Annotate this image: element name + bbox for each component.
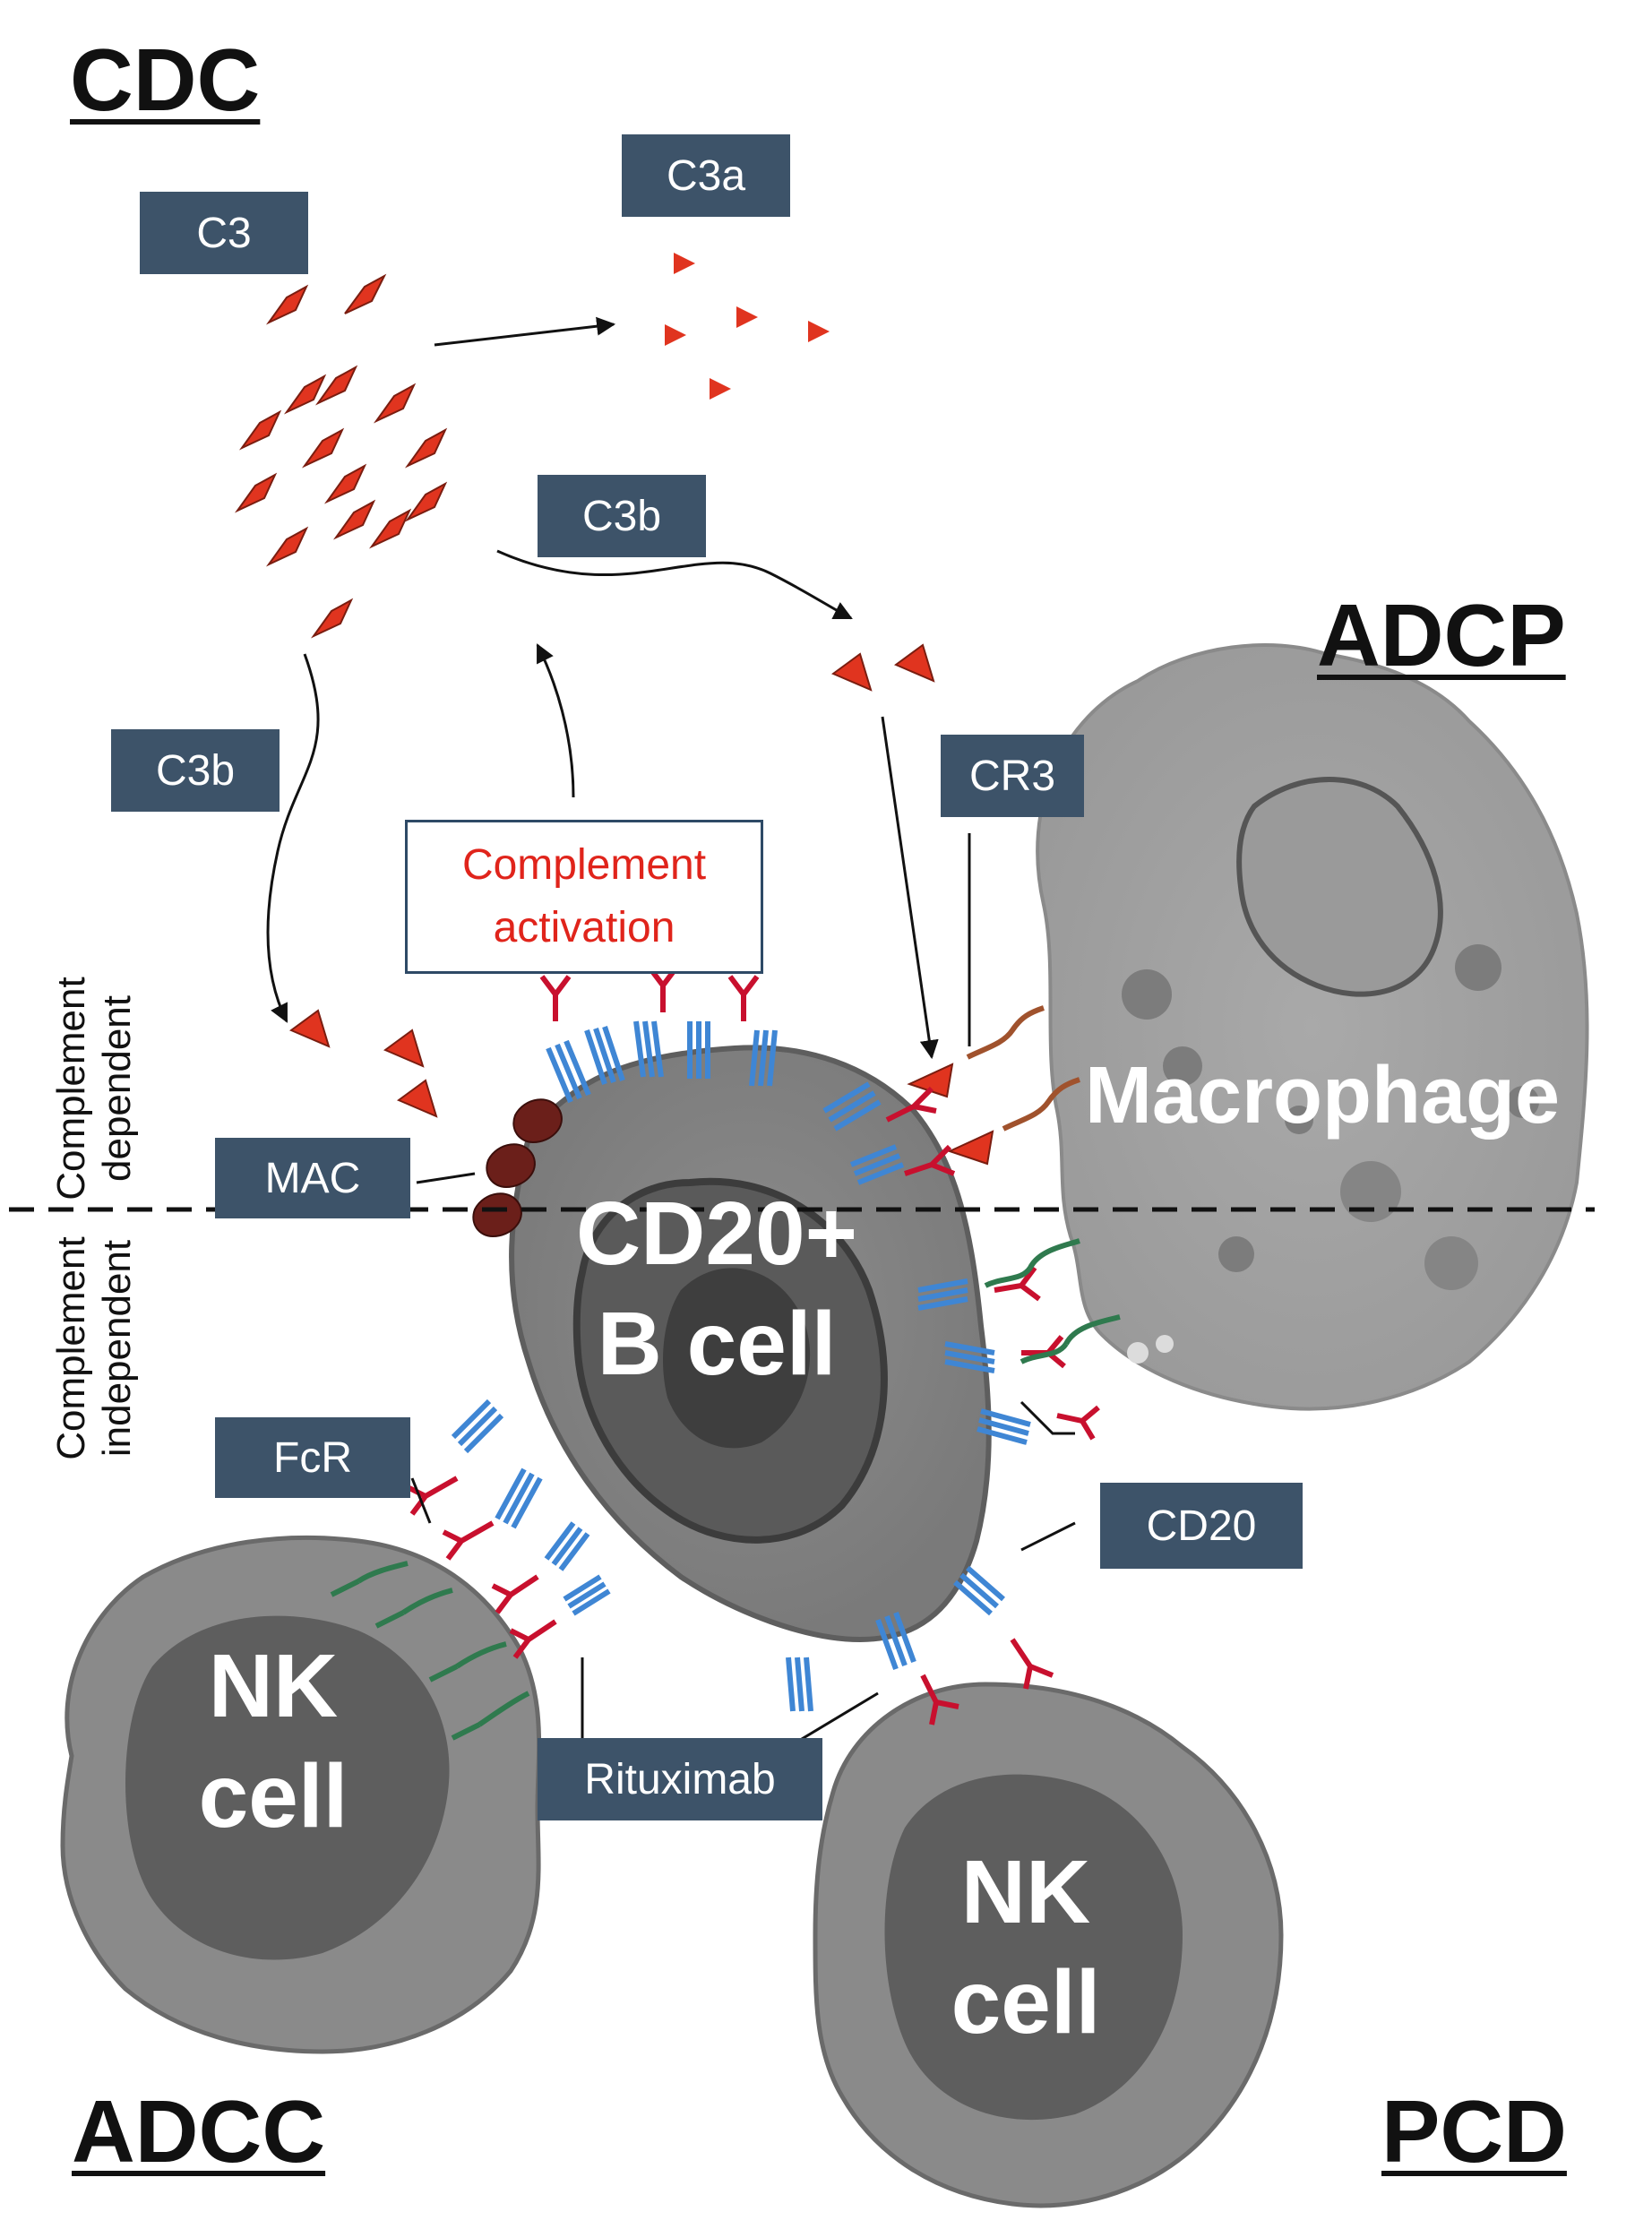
b-cell-label-line1: CD20+ <box>575 1183 858 1284</box>
c3b-fragments <box>288 643 994 1166</box>
nk-right-label-line1: NK <box>960 1842 1091 1942</box>
label-cr3: CR3 <box>941 735 1084 817</box>
nk-right-label: NK cell <box>878 1846 1174 2050</box>
label-rituximab: Rituximab <box>538 1738 822 1820</box>
label-c3b-left: C3b <box>111 729 280 812</box>
label-c3: C3 <box>140 192 308 274</box>
complement-independent-label: Complement independent <box>49 1169 148 1528</box>
b-cell <box>509 1045 992 1643</box>
cr3-receptors <box>966 1005 1080 1132</box>
nk-cell-right <box>813 1682 1284 2208</box>
arrows <box>266 316 1076 1756</box>
complement-independent-line1: Complement <box>49 1236 93 1460</box>
complement-activation-box: Complement activation <box>405 820 763 974</box>
fc-receptors <box>330 1238 1121 1741</box>
mac-complex <box>472 1098 563 1238</box>
label-fcr: FcR <box>215 1417 410 1498</box>
title-pcd: PCD <box>1381 2082 1567 2181</box>
nk-cell-left <box>60 1535 542 2054</box>
label-cd20: CD20 <box>1100 1483 1303 1569</box>
nk-right-label-line2: cell <box>951 1952 1101 2053</box>
complement-independent-line2: independent <box>94 1239 139 1458</box>
title-cdc: CDC <box>70 30 261 129</box>
title-adcc: ADCC <box>72 2082 326 2181</box>
label-c3a: C3a <box>622 134 790 217</box>
c3a-fragments <box>665 253 830 400</box>
label-c3b-top: C3b <box>538 475 706 557</box>
nk-left-label-line1: NK <box>208 1636 339 1736</box>
b-cell-label-line2: B cell <box>597 1294 837 1394</box>
nk-left-label: NK cell <box>125 1639 421 1844</box>
complement-activation-line2: activation <box>493 904 675 951</box>
label-mac: MAC <box>215 1138 410 1218</box>
b-cell-label: CD20+ B cell <box>546 1187 887 1391</box>
macrophage-cell <box>1036 643 1589 1411</box>
macrophage-label: Macrophage <box>1084 1051 1561 1140</box>
cd20-receptors <box>451 1020 1031 1712</box>
nk-left-label-line2: cell <box>198 1746 348 1846</box>
title-adcp: ADCP <box>1317 586 1566 684</box>
complement-activation-line1: Complement <box>461 841 707 890</box>
c3-molecules <box>234 273 448 639</box>
